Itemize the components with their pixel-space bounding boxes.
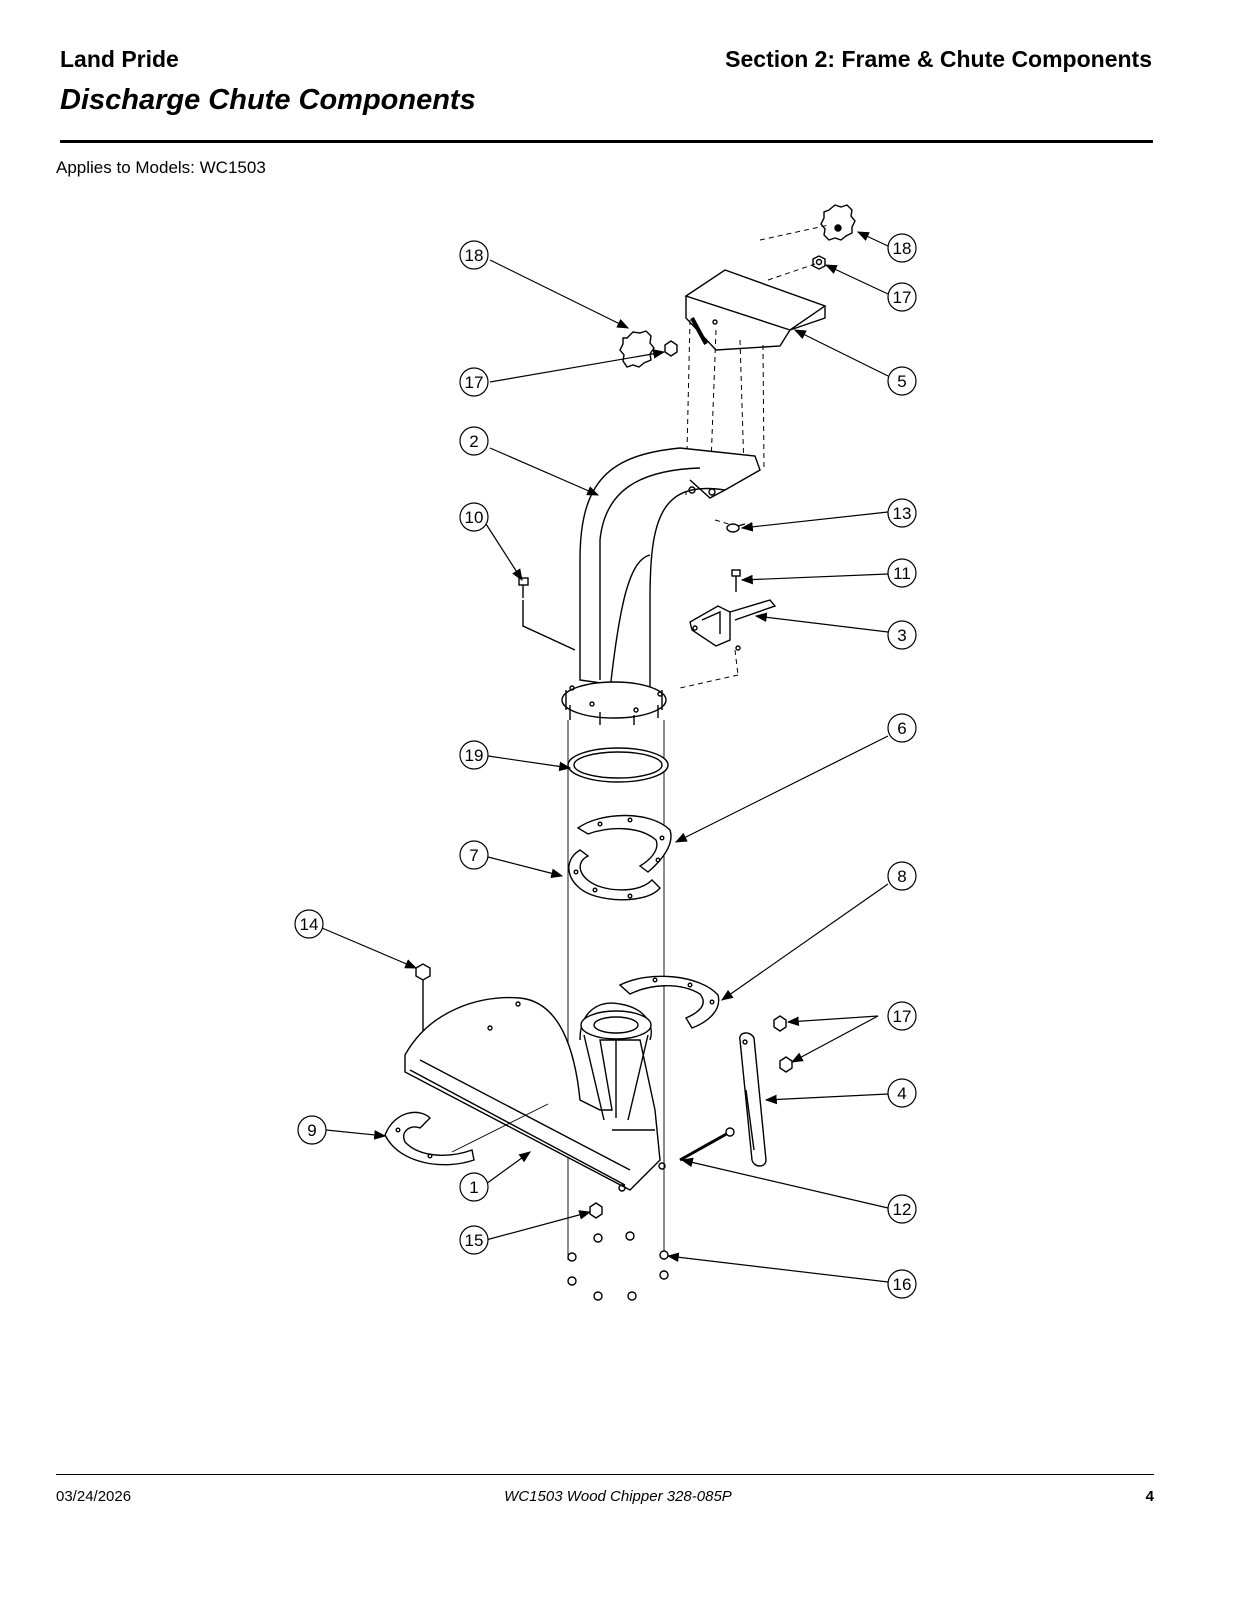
callout-number: 8 <box>897 867 906 886</box>
callout-16: 16 <box>887 1269 917 1299</box>
callout-19: 19 <box>459 740 489 770</box>
pivot-pin <box>679 1127 735 1162</box>
callout-number: 19 <box>465 746 484 765</box>
deflector-bracket <box>684 269 827 351</box>
callout-4: 4 <box>887 1078 917 1108</box>
callout-number: 16 <box>893 1275 912 1294</box>
callout-10: 10 <box>459 502 489 532</box>
callout-12: 12 <box>887 1194 917 1224</box>
discharge-chute <box>561 447 761 725</box>
callout-number: 14 <box>300 915 319 934</box>
callout-2: 2 <box>459 426 489 456</box>
callout-1: 1 <box>459 1172 489 1202</box>
callout-number: 13 <box>893 504 912 523</box>
lock-bracket <box>689 599 777 651</box>
header-divider <box>60 140 1153 143</box>
callout-8: 8 <box>887 861 917 891</box>
callout-number: 12 <box>893 1200 912 1219</box>
callout-number: 4 <box>897 1084 906 1103</box>
brand-name: Land Pride <box>60 46 179 72</box>
callout-number: 15 <box>465 1231 484 1250</box>
callout-9: 9 <box>297 1115 327 1145</box>
footer-document-title: WC1503 Wood Chipper 328-085P <box>504 1488 732 1505</box>
ring-segment-8 <box>618 975 720 1029</box>
callout-number: 17 <box>893 288 912 307</box>
callout-number: 9 <box>307 1121 316 1140</box>
knob-part <box>820 204 856 241</box>
footer-date: 03/24/2026 <box>56 1488 132 1505</box>
page-number: 4 <box>1145 1488 1154 1505</box>
bolt-13-part <box>726 523 746 533</box>
bolt-10-part <box>518 577 576 651</box>
callout-17: 17 <box>459 367 489 397</box>
retainer-ring-6 <box>576 814 672 873</box>
callout-15: 15 <box>459 1225 489 1255</box>
chute-base <box>404 996 666 1192</box>
applies-to-models: Applies to Models: WC1503 <box>56 158 266 177</box>
callout-number: 17 <box>465 373 484 392</box>
callout-number: 1 <box>469 1178 478 1197</box>
callout-5: 5 <box>887 366 917 396</box>
callout-number: 18 <box>893 239 912 258</box>
knob-part-left <box>619 330 655 368</box>
callout-number: 17 <box>893 1007 912 1026</box>
callout-6: 6 <box>887 713 917 743</box>
callout-number: 11 <box>893 564 911 583</box>
wear-ring <box>567 747 669 783</box>
nut-part <box>812 255 826 270</box>
nut-part-left <box>664 340 678 357</box>
callout-18: 18 <box>459 240 489 270</box>
callout-7: 7 <box>459 840 489 870</box>
adjust-bar <box>739 1032 767 1167</box>
callout-17: 17 <box>887 282 917 312</box>
callout-number: 10 <box>465 508 484 527</box>
callout-13: 13 <box>887 498 917 528</box>
retainer-ring-7 <box>568 849 661 901</box>
nut-cluster <box>567 1231 669 1301</box>
ring-segment-9 <box>384 1111 475 1166</box>
callout-number: 2 <box>469 432 478 451</box>
page-title: Discharge Chute Components <box>60 84 476 116</box>
callout-18: 18 <box>887 233 917 263</box>
callout-14: 14 <box>294 909 324 939</box>
callout-11: 11 <box>887 558 917 588</box>
callout-17: 17 <box>887 1001 917 1031</box>
callout-number: 6 <box>897 719 906 738</box>
footer-divider <box>56 1474 1154 1475</box>
callout-number: 3 <box>897 626 906 645</box>
callout-number: 18 <box>465 246 484 265</box>
exploded-parts-diagram: 18 17 5 18 17 2 13 10 11 3 19 6 7 8 14 17 4 9 1 12 15 16 <box>294 204 917 1301</box>
bolt-11-part <box>731 569 741 592</box>
callout-number: 5 <box>897 372 906 391</box>
callout-number: 7 <box>469 846 478 865</box>
callout-3: 3 <box>887 620 917 650</box>
section-title: Section 2: Frame & Chute Components <box>725 46 1152 72</box>
